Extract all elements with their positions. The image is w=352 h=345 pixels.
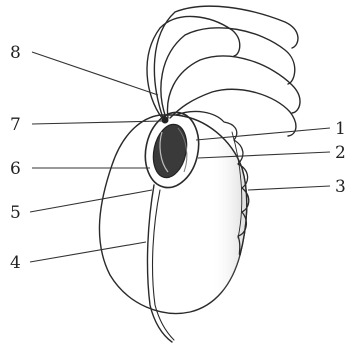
label-3: 3 <box>335 177 346 197</box>
label-2: 2 <box>335 143 346 163</box>
label-6: 6 <box>10 159 21 179</box>
label-4: 4 <box>10 253 21 273</box>
label-7: 7 <box>10 115 21 135</box>
label-8: 8 <box>10 43 21 63</box>
label-1: 1 <box>335 119 346 139</box>
label-5: 5 <box>10 203 21 223</box>
